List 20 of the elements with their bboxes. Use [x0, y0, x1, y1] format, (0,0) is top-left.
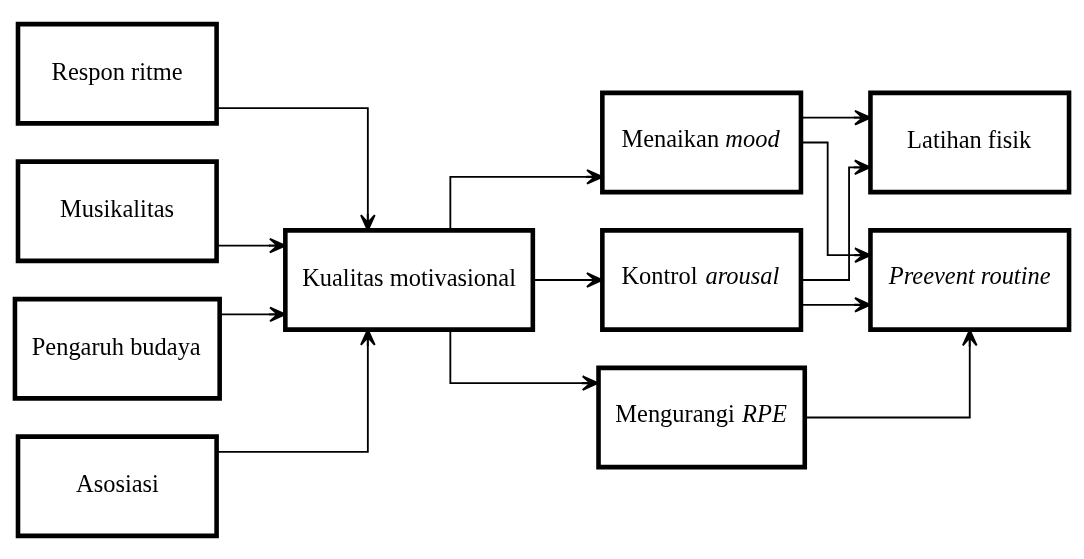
node-box: Preevent routine — [868, 227, 1072, 332]
arrow — [216, 106, 376, 231]
arrow — [218, 306, 287, 322]
node-box: Mengurangi RPE — [596, 365, 808, 469]
arrow — [532, 271, 604, 288]
node-box: Pengaruh budaya — [12, 296, 222, 401]
node-box: Latihan fisik — [868, 90, 1072, 194]
node-box: Respon ritme — [15, 21, 219, 126]
node-box: Kualitas motivasional — [283, 227, 536, 332]
arrow — [800, 296, 872, 313]
node-box: Musikalitas — [15, 158, 219, 263]
node-box: Asosiasi — [15, 433, 219, 538]
arrow — [800, 109, 872, 125]
arrow — [800, 141, 872, 263]
node-box: Menaikan mood — [600, 90, 804, 194]
arrow — [216, 237, 287, 253]
arrow — [800, 159, 871, 281]
arrow — [449, 168, 604, 231]
node-box: Kontrol arousal — [600, 227, 804, 332]
arrow — [216, 328, 376, 453]
